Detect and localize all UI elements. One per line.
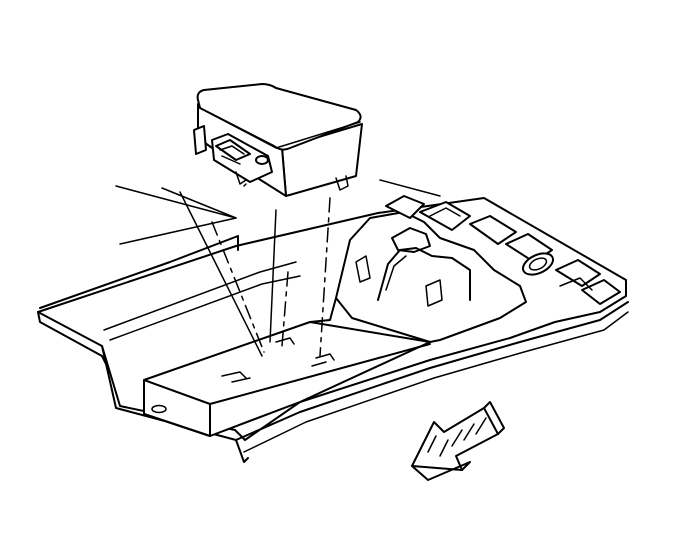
module-top-lid — [196, 83, 362, 151]
connector-latch — [255, 155, 269, 165]
arrow-thickness — [483, 401, 505, 435]
bracket-top-surface — [37, 197, 627, 441]
bracket-bottom-rail-inner — [243, 311, 629, 453]
bracket-bottom-rail — [235, 301, 629, 441]
shifter-hump-icon — [309, 211, 527, 343]
connector-face — [215, 139, 251, 161]
shifter-opening — [391, 227, 431, 253]
hump-base-line — [351, 317, 431, 343]
module-side-tab — [193, 125, 207, 155]
front-face-hole — [151, 404, 167, 414]
dashed-guide-3 — [319, 197, 331, 357]
guide-tab-left — [269, 209, 277, 343]
module-lid-edge — [199, 107, 361, 149]
module-seat-top-edge — [209, 343, 431, 405]
bracket-left-flange-inner — [103, 261, 297, 331]
hump-slot-right — [425, 279, 443, 307]
hump-body — [335, 211, 527, 343]
leader-line-left-1 — [115, 185, 237, 219]
bracket-left-flange — [39, 235, 239, 309]
leader-line-left-2 — [119, 187, 237, 245]
hump-inner-arch — [385, 255, 407, 291]
alignment-leader-lines — [115, 185, 331, 357]
module-seat-front-face — [143, 379, 211, 437]
bracket-front-lip — [37, 311, 107, 365]
arrow-tip-shadow — [411, 461, 471, 481]
electrical-connector-icon — [211, 133, 273, 185]
dashed-guide-2 — [281, 271, 289, 347]
hump-front-arch — [377, 247, 471, 301]
vehicle-front-arrow-icon — [411, 401, 505, 481]
leader-line-left-3 — [179, 191, 263, 357]
hump-slot-left — [355, 255, 371, 283]
rear-console-details — [379, 179, 621, 305]
arrow-body — [411, 407, 499, 471]
hump-back-ridge — [309, 297, 337, 323]
mounting-slot-icon — [221, 337, 335, 383]
dashed-guide-1 — [211, 221, 265, 353]
floor-console-bracket-icon — [37, 197, 629, 463]
